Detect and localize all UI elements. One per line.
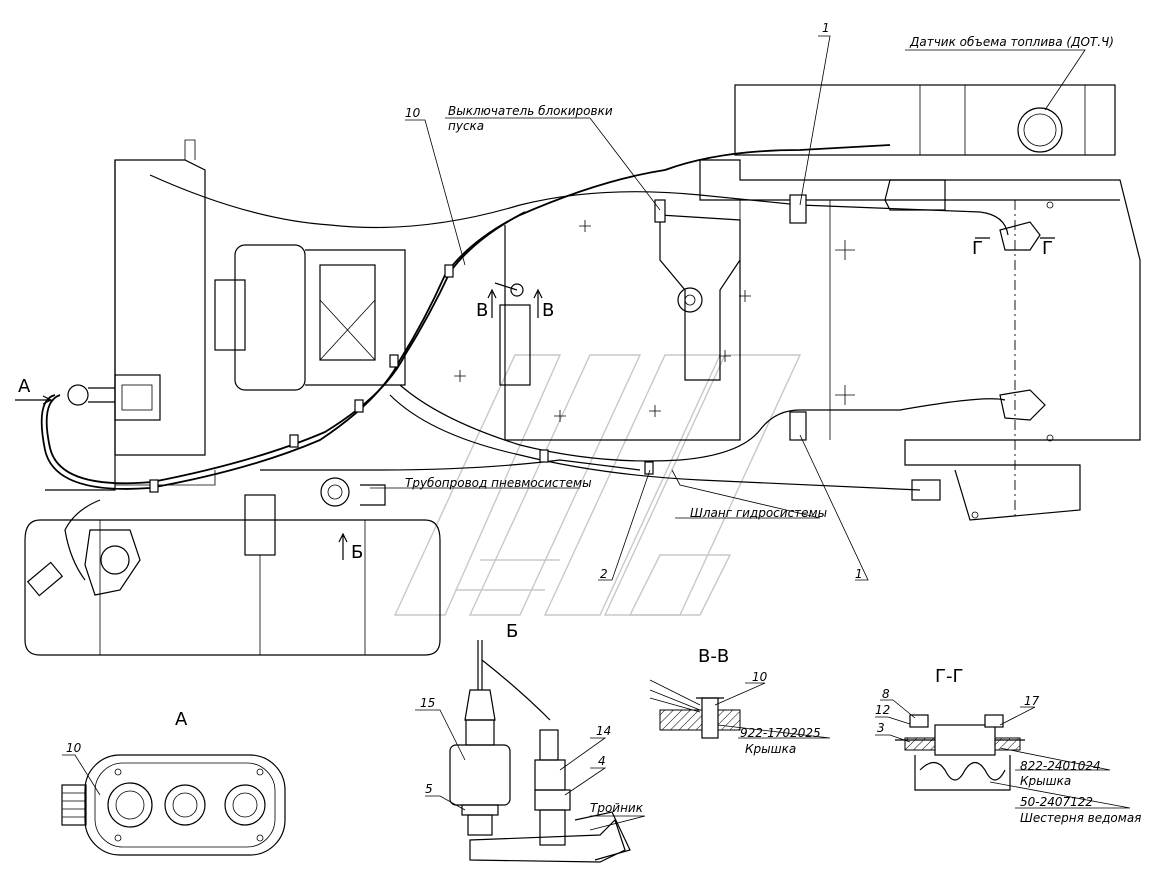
section-v-left-letter: В bbox=[476, 300, 488, 321]
arrow-b-letter: Б bbox=[351, 542, 363, 563]
callout-8: 8 bbox=[882, 687, 890, 701]
callout-5: 5 bbox=[425, 782, 433, 796]
part-50-number: 50-2407122 bbox=[1020, 795, 1093, 809]
tee-label: Тройник bbox=[590, 801, 644, 815]
part-50-name: Шестерня ведомая bbox=[1020, 811, 1141, 825]
section-vv-title: В-В bbox=[698, 646, 729, 667]
callout-10-main: 10 bbox=[405, 106, 421, 120]
callout-2: 2 bbox=[600, 567, 608, 581]
section-letters: А Б В В Г Г А Б В-В Г-Г bbox=[18, 238, 1053, 730]
view-a-title: А bbox=[175, 709, 188, 730]
section-gg bbox=[875, 699, 1131, 809]
hydraulic-hose-label: Шланг гидросистемы bbox=[690, 506, 827, 520]
pneumatic-pipe-label: Трубопровод пневмосистемы bbox=[405, 476, 592, 490]
view-b bbox=[415, 640, 646, 863]
section-v-right-letter: В bbox=[542, 300, 554, 321]
callout-10-view-a: 10 bbox=[66, 741, 82, 755]
part-922-name: Крышка bbox=[745, 742, 796, 756]
fuel-sensor-label: Датчик объема топлива (ДОТ.Ч) bbox=[909, 35, 1114, 49]
view-b-title: Б bbox=[506, 621, 518, 642]
callout-12: 12 bbox=[875, 703, 890, 717]
section-vv bbox=[649, 679, 831, 739]
start-lock-switch-label-2: пуска bbox=[448, 119, 484, 133]
callout-14: 14 bbox=[596, 724, 611, 738]
part-922-number: 922-1702025 bbox=[740, 726, 821, 740]
callout-10-section: 10 bbox=[752, 670, 768, 684]
section-g-right-letter: Г bbox=[1042, 238, 1053, 259]
callout-4: 4 bbox=[598, 754, 606, 768]
callout-17: 17 bbox=[1024, 694, 1040, 708]
view-a bbox=[61, 754, 286, 856]
part-822-number: 822-2401024 bbox=[1020, 759, 1101, 773]
section-g-left-letter: Г bbox=[972, 238, 983, 259]
callout-3: 3 bbox=[877, 721, 885, 735]
callout-numbers: 1 1 2 10 10 10 15 14 4 5 8 12 3 17 bbox=[66, 21, 1040, 796]
labels: Датчик объема топлива (ДОТ.Ч) Выключател… bbox=[405, 35, 1141, 825]
arrow-a-letter: А bbox=[18, 376, 31, 397]
start-lock-switch-label-1: Выключатель блокировки bbox=[448, 104, 613, 118]
section-gg-title: Г-Г bbox=[935, 666, 963, 687]
callout-1-bottom: 1 bbox=[855, 567, 863, 581]
part-822-name: Крышка bbox=[1020, 774, 1071, 788]
callout-1-top: 1 bbox=[822, 21, 830, 35]
leader-lines bbox=[370, 35, 1086, 581]
callout-15: 15 bbox=[420, 696, 435, 710]
main-assembly bbox=[15, 84, 1141, 656]
